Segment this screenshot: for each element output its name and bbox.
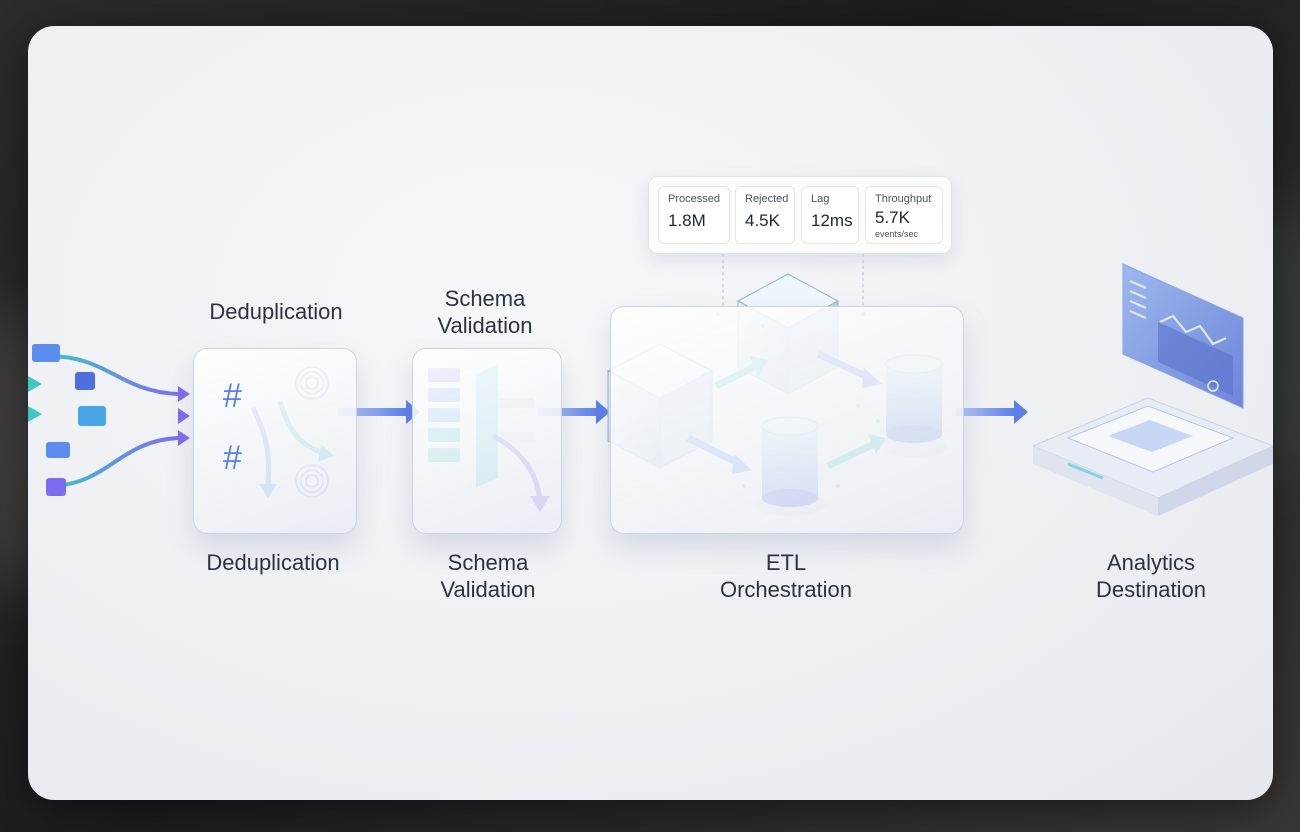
analytics-label-2: Destination (1095, 577, 1207, 602)
metric-throughput-label: Throughput (875, 193, 932, 205)
metric-lag-label: Lag (811, 193, 830, 205)
dedup-hash-top: # (223, 377, 242, 415)
schema-top-label-2: Validation (437, 313, 533, 338)
dedup-bottom-label: Deduplication (206, 550, 340, 575)
metric-rejected-value: 4.5K (745, 211, 780, 230)
dedup-panel (193, 348, 357, 534)
dedup-top-label: Deduplication (209, 299, 343, 324)
analytics-device-icon (1031, 263, 1273, 516)
schema-top-label-1: Schema (444, 286, 526, 311)
schema-panel (412, 348, 562, 534)
schema-bottom-label-2: Validation (440, 577, 536, 602)
metric-processed: Processed 1.8M (658, 186, 730, 244)
metric-throughput: Throughput 5.7K events/sec (865, 186, 943, 244)
etl-panel (610, 306, 964, 534)
connector-arrows (338, 400, 1028, 424)
metrics-bar: Processed 1.8M Rejected 4.5K Lag 12ms Th… (648, 176, 952, 254)
diagram-card: # # Processed 1.8M Rejected 4.5K Lag 12m… (28, 26, 1273, 800)
metric-lag: Lag 12ms (801, 186, 859, 244)
dedup-hash-bottom: # (223, 439, 242, 477)
analytics-label-1: Analytics (1106, 550, 1196, 575)
metric-lag-value: 12ms (811, 211, 853, 230)
metric-processed-value: 1.8M (668, 211, 706, 230)
metric-processed-label: Processed (668, 193, 720, 205)
metric-throughput-value: 5.7K (875, 208, 910, 227)
etl-label-2: Orchestration (719, 577, 853, 602)
metric-rejected-label: Rejected (745, 193, 789, 205)
metric-throughput-unit: events/sec (875, 229, 919, 239)
metric-rejected: Rejected 4.5K (735, 186, 795, 244)
schema-bottom-label-1: Schema (447, 550, 529, 575)
etl-label-1: ETL (765, 550, 807, 575)
source-streams (28, 344, 190, 496)
